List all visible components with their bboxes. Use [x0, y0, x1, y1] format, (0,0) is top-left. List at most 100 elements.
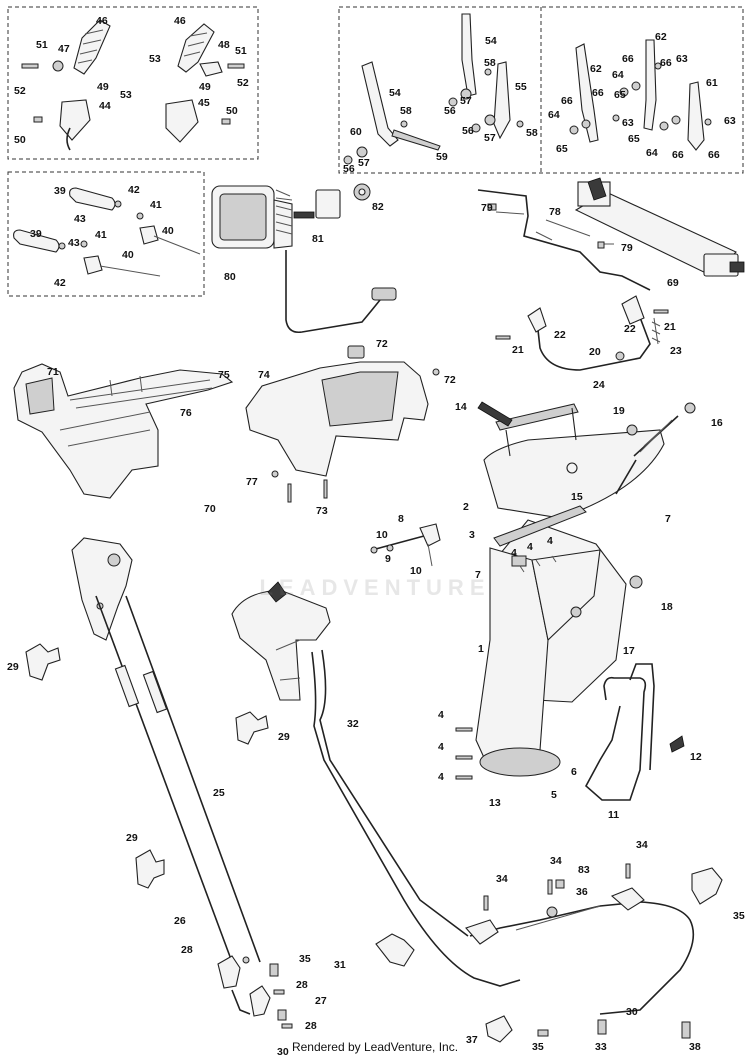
- callout-4e: 4: [438, 741, 444, 753]
- callout-8: 8: [398, 513, 404, 525]
- callout-61: 61: [706, 77, 718, 89]
- callout-28b: 28: [296, 979, 308, 991]
- callout-66f: 66: [708, 149, 720, 161]
- callout-63c: 63: [724, 115, 736, 127]
- callout-34b: 34: [550, 855, 562, 867]
- callout-66d: 66: [561, 95, 573, 107]
- callout-29b: 29: [278, 731, 290, 743]
- callout-7b: 7: [475, 569, 481, 581]
- callout-54a: 54: [485, 35, 497, 47]
- callout-70: 74: [258, 369, 270, 381]
- callout-65b: 65: [556, 143, 568, 155]
- callout-25: 25: [213, 787, 225, 799]
- callout-58b: 58: [400, 105, 412, 117]
- callout-29c: 29: [126, 832, 138, 844]
- callout-66c: 66: [592, 87, 604, 99]
- callout-29a: 29: [7, 661, 19, 673]
- callout-57a: 57: [460, 95, 472, 107]
- callout-21a: 21: [512, 344, 524, 356]
- callout-74: 76: [180, 407, 192, 419]
- callout-23: 23: [670, 345, 682, 357]
- callout-57c: 57: [484, 132, 496, 144]
- callout-10b: 10: [410, 565, 422, 577]
- callout-65a: 65: [614, 89, 626, 101]
- callout-26: 26: [174, 915, 186, 927]
- callout-14: 14: [455, 401, 467, 413]
- callout-21b: 21: [664, 321, 676, 333]
- callout-81: 81: [312, 233, 324, 245]
- callout-27: 27: [315, 995, 327, 1007]
- callout-33a: 35: [532, 1041, 544, 1053]
- callout-78: 78: [549, 206, 561, 218]
- callout-20: 20: [589, 346, 601, 358]
- callout-6: 6: [571, 766, 577, 778]
- callout-40a: 40: [162, 225, 174, 237]
- callout-51a: 51: [36, 39, 48, 51]
- discharge-chute: [455, 505, 643, 780]
- group-box-grips: [7, 171, 205, 297]
- callout-33b: 38: [689, 1041, 701, 1053]
- group-box-hand-warmers: [7, 6, 259, 160]
- callout-52b: 52: [237, 77, 249, 89]
- chute-guard-rod: [584, 663, 685, 801]
- watermark: LEADVENTURE: [259, 575, 491, 600]
- callout-58a: 58: [484, 57, 496, 69]
- callout-39b: 39: [30, 228, 42, 240]
- group-box-chute-levers: [338, 6, 744, 174]
- callout-62b: 62: [590, 63, 602, 75]
- chute-cable: [495, 295, 669, 371]
- callout-35c: 37: [466, 1034, 478, 1046]
- callout-39a: 39: [54, 185, 66, 197]
- callout-66e: 66: [672, 149, 684, 161]
- callout-63b: 63: [622, 117, 634, 129]
- callout-41a: 41: [150, 199, 162, 211]
- led-light: [211, 183, 397, 334]
- callout-36: 36: [576, 886, 588, 898]
- chute-linkage: [370, 523, 441, 567]
- callout-4d: 4: [438, 709, 444, 721]
- callout-75: 71: [47, 366, 59, 378]
- callout-17: 17: [623, 645, 635, 657]
- dash-panel-center: [245, 345, 440, 503]
- callout-64b: 64: [548, 109, 560, 121]
- callout-2: 2: [463, 501, 469, 513]
- callout-22b: 22: [624, 323, 636, 335]
- callout-18: 18: [661, 601, 673, 613]
- callout-7a: 7: [665, 513, 671, 525]
- chute-lever-assembly-right: [569, 39, 712, 151]
- callout-63a: 63: [676, 53, 688, 65]
- callout-35a: 35: [733, 910, 745, 922]
- callout-30: 30: [277, 1046, 289, 1058]
- callout-5: 5: [551, 789, 557, 801]
- callout-55: 55: [515, 81, 527, 93]
- callout-71: 72: [376, 338, 388, 350]
- callout-13: 13: [489, 797, 501, 809]
- callout-50a: 50: [14, 134, 26, 146]
- callout-4f: 4: [438, 771, 444, 783]
- callout-37: 30: [626, 1006, 638, 1018]
- callout-66a: 66: [622, 53, 634, 65]
- callout-77: 70: [204, 503, 216, 515]
- cable-bracket-left: [71, 537, 261, 963]
- callout-42b: 42: [54, 277, 66, 289]
- callout-66b: 66: [660, 57, 672, 69]
- callout-15: 15: [571, 491, 583, 503]
- callout-44: 44: [99, 100, 111, 112]
- callout-9: 9: [385, 553, 391, 565]
- callout-43a: 43: [74, 213, 86, 225]
- callout-72b: 77: [246, 476, 258, 488]
- callout-4a: 4: [511, 547, 517, 559]
- callout-80: 80: [224, 271, 236, 283]
- callout-22a: 22: [554, 329, 566, 341]
- clamp-29: [25, 643, 269, 889]
- grip-assembly: [13, 187, 201, 277]
- dash-panel-left: [13, 363, 234, 499]
- callout-54b: 54: [389, 87, 401, 99]
- hand-grip-right: [165, 23, 245, 143]
- callout-56c: 56: [462, 125, 474, 137]
- callout-79b: 79: [621, 242, 633, 254]
- callout-57b: 57: [358, 157, 370, 169]
- callout-83: 83: [578, 864, 590, 876]
- callout-41b: 41: [95, 229, 107, 241]
